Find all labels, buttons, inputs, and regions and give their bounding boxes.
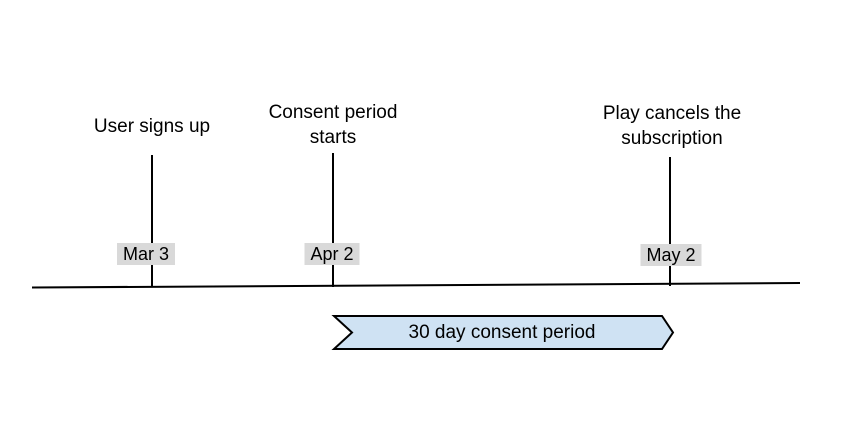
banner-label: 30 day consent period (408, 322, 596, 343)
banner-arrow-shape (331, 315, 675, 350)
date-badge-may2: May 2 (640, 244, 702, 266)
event-label-play-cancels-subscription: Play cancels the subscription (602, 103, 742, 149)
timeline-axis (31, 282, 801, 289)
date-badge-apr2: Apr 2 (304, 243, 360, 265)
event-label-user-signs-up: User signs up (93, 116, 211, 137)
event-label-consent-period-starts: Consent period starts (268, 102, 398, 148)
date-badge-mar3: Mar 3 (116, 243, 176, 265)
